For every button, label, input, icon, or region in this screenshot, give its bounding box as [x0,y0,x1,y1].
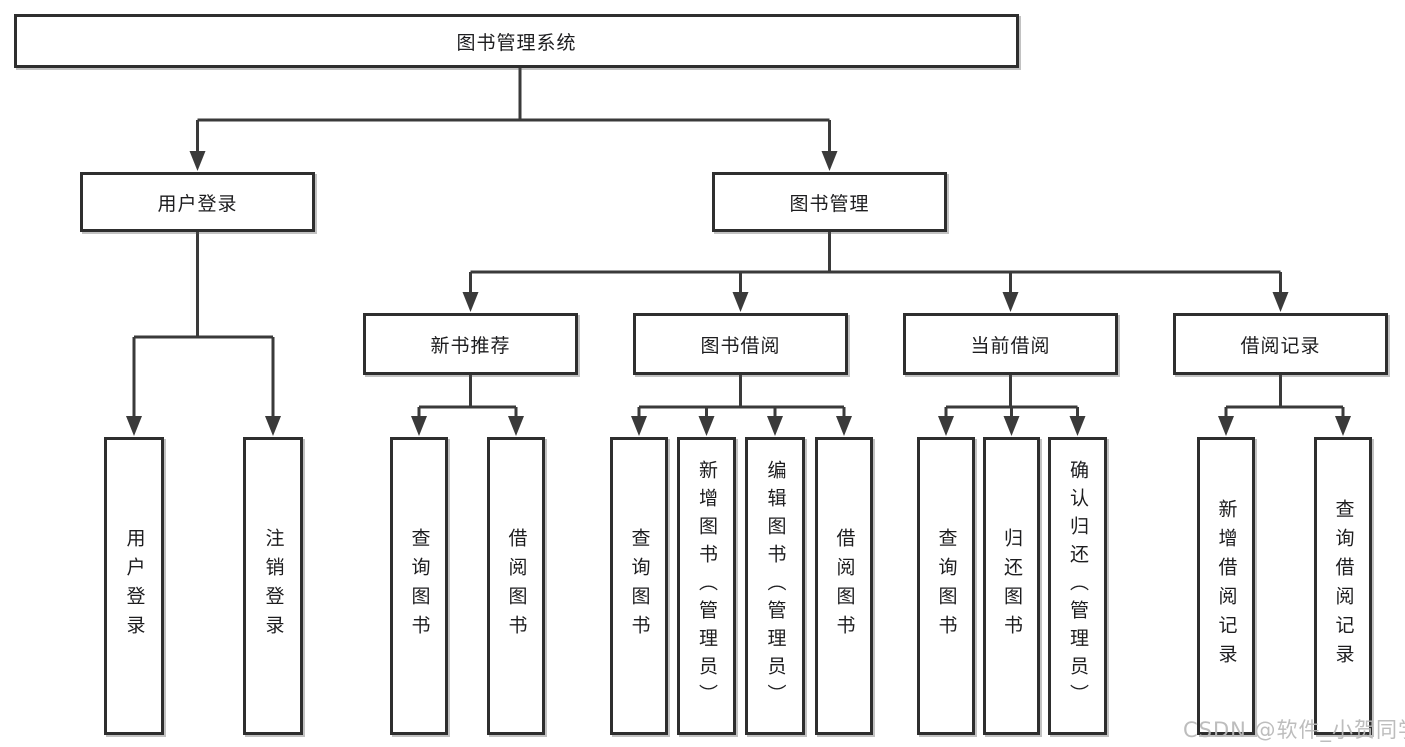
leaf-query-books-recommend: 查询图书 [390,437,448,735]
node-current-borrow: 当前借阅 [903,313,1118,375]
leaf-user-login: 用户登录 [104,437,164,735]
leaf-add-books-admin: 新增图书（管理员） [677,437,736,735]
node-borrow-records: 借阅记录 [1173,313,1388,375]
leaf-edit-books-admin: 编辑图书（管理员） [745,437,805,735]
node-new-book-recommend: 新书推荐 [363,313,578,375]
leaf-add-borrow-record: 新增借阅记录 [1197,437,1255,735]
leaf-borrow-books: 借阅图书 [815,437,873,735]
leaf-logout: 注销登录 [243,437,303,735]
leaf-query-books-current: 查询图书 [917,437,975,735]
leaf-confirm-return-admin: 确认归还（管理员） [1048,437,1107,735]
node-library-system: 图书管理系统 [14,14,1019,68]
node-book-management: 图书管理 [712,172,947,232]
csdn-watermark: CSDN @软件_小贺同学 [1183,718,1405,742]
node-user-login: 用户登录 [80,172,315,232]
node-book-borrow: 图书借阅 [633,313,848,375]
leaf-return-books: 归还图书 [983,437,1040,735]
leaf-borrow-books-recommend: 借阅图书 [487,437,545,735]
leaf-query-books-borrow: 查询图书 [610,437,668,735]
leaf-query-borrow-record: 查询借阅记录 [1314,437,1372,735]
